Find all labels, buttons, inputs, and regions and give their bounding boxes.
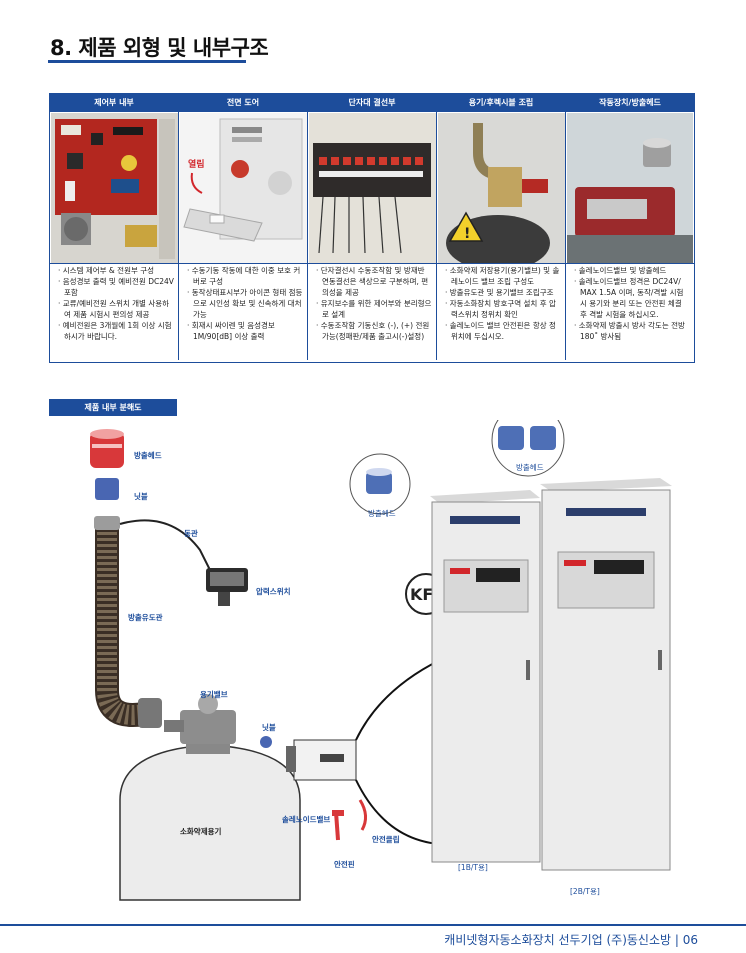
cabinet-2b: [540, 478, 672, 871]
table-divider-h: [50, 263, 694, 264]
photo-terminal-block: [309, 113, 436, 263]
section-tag-exploded: 제품 내부 분해도: [49, 399, 177, 416]
photo-vessel-assembly: !: [438, 113, 565, 263]
label-ring: 안전클립: [372, 835, 400, 844]
safety-pin-part: [334, 811, 340, 841]
label-cab1-head: 방출헤드: [368, 509, 396, 518]
col-header-control: 제어부 내부: [94, 98, 134, 107]
svg-text:!: !: [464, 226, 470, 242]
table-header-bar: 제어부 내부 전면 도어 단자대 결선부 용기/후렉시블 조립 작동장치/방출헤…: [50, 94, 694, 112]
col-header-door: 전면 도어: [226, 98, 260, 107]
table-divider-v1: [178, 112, 179, 360]
bullets-terminal: · 단자결선시 수동조작함 및 방재반 연동결선은 색상으로 구분하며, 편의성…: [308, 265, 436, 359]
list-item: · 소화약제 저장용기(용기밸브) 및 솔레노이드 밸브 조립 구성도: [445, 266, 560, 286]
footer-rule: [0, 924, 746, 926]
label-valve: 용기밸브: [200, 690, 228, 699]
list-item: · 솔레노이드밸브 정격은 DC24V/ MAX 1.5A 이며, 동작/격발 …: [574, 277, 684, 319]
pressure-switch-part: [206, 568, 248, 606]
label-hose: 방출유도관: [128, 613, 163, 622]
list-item: · 시스템 제어부 & 전원부 구성: [58, 266, 155, 275]
braided-hose: [94, 516, 162, 728]
label-solenoid: 솔레노이드밸브: [282, 815, 331, 824]
table-divider-v3: [436, 112, 437, 360]
label-tube: 동관: [184, 529, 198, 538]
label-cab2: [2B/T용]: [570, 887, 600, 896]
label-cab1: [1B/T용]: [458, 863, 488, 872]
bullets-vessel: · 소화약제 저장용기(용기밸브) 및 솔레노이드 밸브 조립 구성도 · 방출…: [437, 265, 565, 359]
footer-text: 캐비넷형자동소화장치 선두기업 (주)동신소방 | 06: [444, 933, 698, 947]
discharge-head-part: [90, 429, 124, 468]
photo-front-door: 열림: [180, 113, 307, 263]
col-header-terminal: 단자대 결선부: [348, 98, 396, 107]
list-item: · 회재시 싸이렌 및 음성경보 1M/90[dB] 이상 출력: [187, 321, 275, 341]
page-title: 8. 제품 외형 및 내부구조: [50, 36, 269, 60]
bullets-door: · 수동기동 작동에 대한 이중 보호 커버로 구성 · 동작상태표시부가 아이…: [179, 265, 307, 359]
solenoid-valve-part: [286, 739, 357, 781]
list-item: · 유지보수를 위한 제어부와 분리형으로 설계: [316, 299, 432, 319]
table-divider-v4: [565, 112, 566, 360]
bullets-actuator: · 솔레노이드밸브 및 방출헤드 · 솔레노이드밸브 정격은 DC24V/ MA…: [566, 265, 694, 359]
cabinet-1b: [430, 490, 541, 863]
label-tank: 소화약제용기: [180, 827, 222, 836]
bullets-control: · 시스템 제어부 & 전원부 구성 · 음성경보 출력 및 예비전원 DC24…: [50, 265, 178, 359]
col-header-actuator: 작동장치/방출헤드: [599, 98, 661, 107]
label-pin: 안전핀: [334, 860, 355, 869]
cab1-head-bubble: [349, 453, 411, 515]
photo-actuator-head: [567, 113, 693, 263]
list-item: · 단자결선시 수동조작함 및 방재반 연동결선은 색상으로 구분하며, 편의성…: [316, 266, 429, 297]
door-open-label: 열림: [188, 158, 205, 170]
list-item: · 수동기동 작동에 대한 이중 보호 커버로 구성: [187, 266, 301, 286]
cab2-head-bubble: [491, 420, 565, 477]
agent-tank: [119, 740, 301, 901]
list-item: · 방출유도관 및 용기밸브 조립구조: [445, 288, 554, 297]
label-cab2-head: 방출헤드: [516, 463, 544, 472]
exploded-diagram: KFI: [90, 420, 672, 901]
table-divider-v2: [307, 112, 308, 360]
cylinder-valve-part: [164, 694, 236, 744]
list-item: · 솔레노이드 밸브 안전핀은 항상 정위치에 두십시오.: [445, 321, 556, 341]
feature-table: 제어부 내부 전면 도어 단자대 결선부 용기/후렉시블 조립 작동장치/방출헤…: [49, 93, 695, 363]
col-header-vessel: 용기/후렉시블 조립: [468, 98, 534, 107]
label-pressure-switch: 압력스위치: [256, 587, 291, 596]
list-item: · 예비전원은 3개월에 1회 이상 시험하시가 바랍니다.: [58, 321, 172, 341]
title-underline: [48, 60, 246, 63]
photo-control-board: [51, 113, 178, 263]
nipple-part: [95, 478, 119, 500]
nipple-2-part: [260, 736, 272, 748]
list-item: · 교류/예비전원 스위치 개별 사용하여 제품 시험시 편의성 제공: [58, 299, 170, 319]
list-item: · 소화약제 방출시 방사 각도는 전방 180˚ 방사됨: [574, 321, 685, 341]
list-item: · 자동소화장치 방호구역 설치 후 압력스위치 정위치 확인: [445, 299, 556, 319]
list-item: · 음성경보 출력 및 예비전원 DC24V 포함: [58, 277, 174, 297]
safety-ring-part: [358, 799, 367, 831]
label-nipple: 닛블: [134, 492, 148, 501]
list-item: · 동작상태표시부가 아이콘 형태 점등으로 시인성 확보 및 신속하게 대처 …: [187, 288, 303, 319]
list-item: · 수동조작함 기동신호 (-), (+) 전원가능(정패판/제품 출고시(-)…: [316, 321, 430, 341]
list-item: · 솔레노이드밸브 및 방출헤드: [574, 266, 667, 275]
label-nipple-2: 닛블: [262, 723, 276, 732]
label-head: 방출헤드: [134, 451, 162, 460]
